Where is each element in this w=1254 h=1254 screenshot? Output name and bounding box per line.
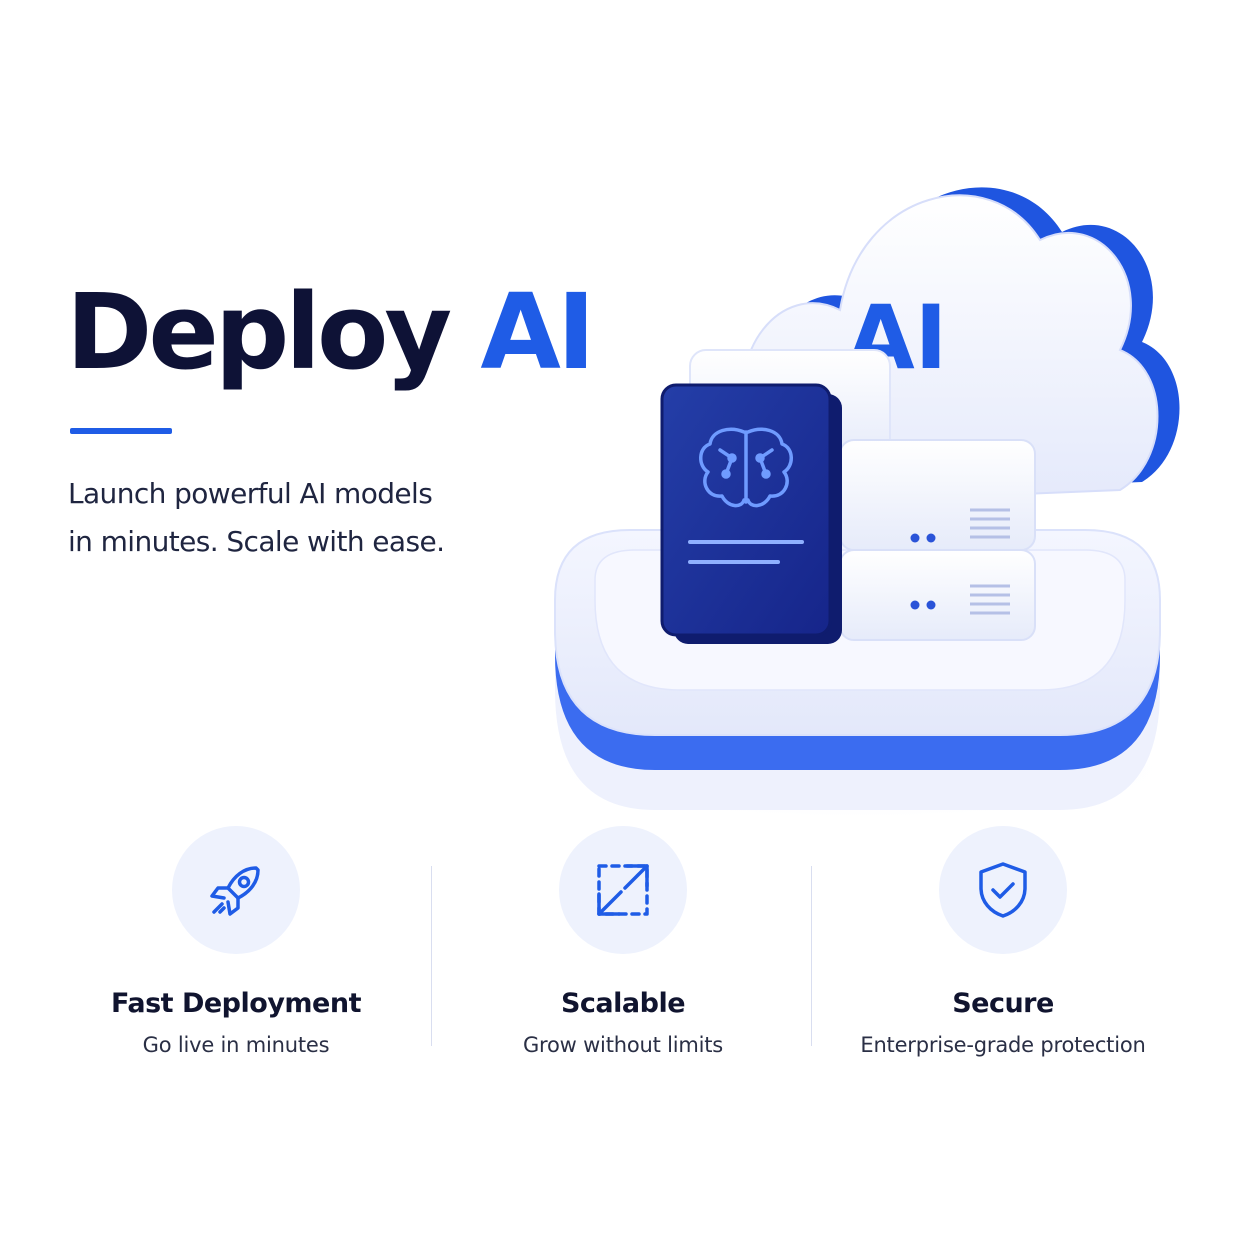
hero-subtitle-line1: Launch powerful AI models bbox=[68, 477, 433, 510]
server-icon bbox=[839, 439, 1036, 641]
feature-icon-circle bbox=[939, 826, 1067, 954]
feature-title: Scalable bbox=[560, 988, 686, 1019]
feature-divider bbox=[431, 866, 432, 1046]
hero-subtitle: Launch powerful AI models in minutes. Sca… bbox=[68, 470, 508, 566]
cloud-server-illustration: AI bbox=[540, 187, 1180, 820]
feature-icon-circle bbox=[172, 826, 300, 954]
feature-title: Fast Deployment bbox=[111, 988, 362, 1019]
feature-divider bbox=[811, 866, 812, 1046]
hero-subtitle-line2: in minutes. Scale with ease. bbox=[68, 525, 445, 558]
feature-secure: Secure Enterprise-grade protection bbox=[823, 826, 1183, 1057]
feature-description: Grow without limits bbox=[522, 1033, 724, 1057]
feature-description: Enterprise-grade protection bbox=[860, 1033, 1146, 1057]
shield-check-icon bbox=[979, 862, 1027, 918]
hero-divider bbox=[70, 428, 172, 434]
brain-card bbox=[660, 383, 842, 644]
hero-title-accent: AI bbox=[480, 271, 595, 393]
features-section: Fast Deployment Go live in minutes Scala… bbox=[50, 826, 1204, 1066]
feature-scalable: Scalable Grow without limits bbox=[443, 826, 803, 1057]
feature-description: Go live in minutes bbox=[142, 1033, 330, 1057]
feature-icon-circle bbox=[559, 826, 687, 954]
feature-fast-deployment: Fast Deployment Go live in minutes bbox=[56, 826, 416, 1057]
expand-arrows-icon bbox=[597, 864, 649, 916]
rocket-icon bbox=[210, 866, 260, 916]
hero-title-main: Deploy bbox=[66, 271, 452, 393]
hero-title: Deploy AI bbox=[66, 270, 596, 395]
brain-icon bbox=[699, 427, 793, 508]
feature-title: Secure bbox=[952, 988, 1054, 1019]
